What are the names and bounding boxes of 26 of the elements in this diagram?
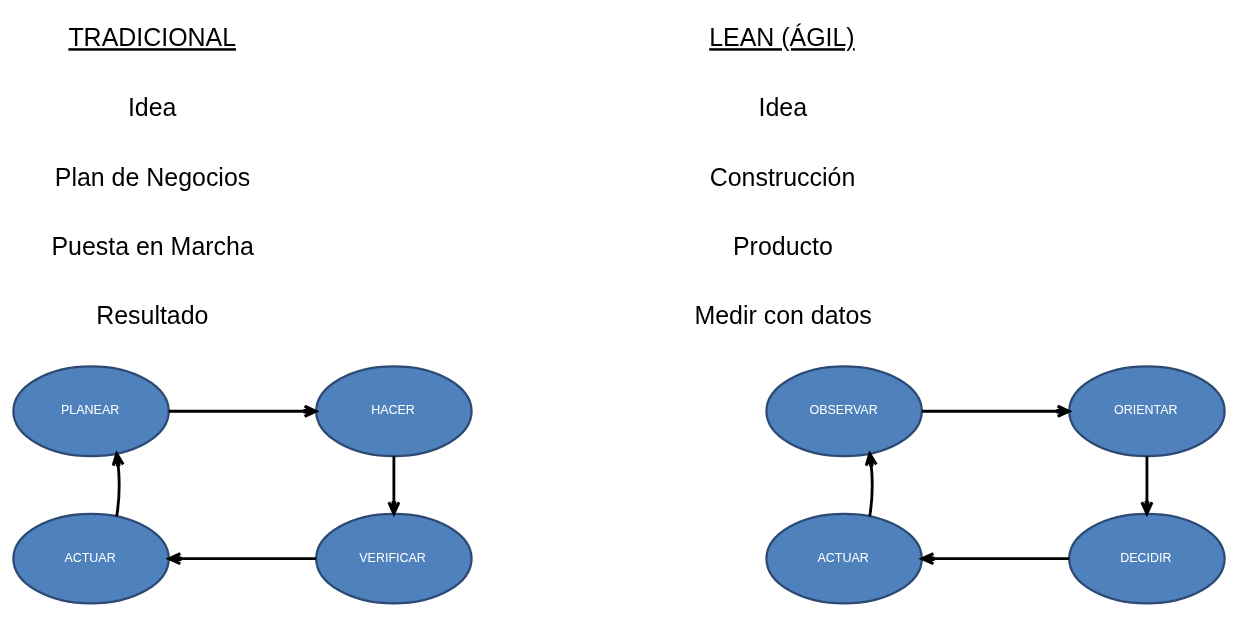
label: Resultado (96, 301, 209, 330)
arrow (111, 452, 125, 517)
node-ellipse: PLANEAR (12, 365, 170, 458)
node-ellipse: OBSERVAR (765, 365, 923, 458)
arrow (168, 404, 318, 418)
label: Producto (732, 231, 833, 260)
label: Plan de Negocios (54, 162, 251, 191)
arrow (864, 452, 878, 517)
label: LEAN (ÁGIL) (709, 23, 855, 52)
node-ellipse: ACTUAR (12, 512, 170, 605)
arrow (921, 404, 1071, 418)
label: TRADICIONAL (68, 23, 237, 52)
label: Puesta en Marcha (51, 231, 254, 260)
node-ellipse: ORIENTAR (1068, 365, 1226, 458)
node-ellipse: HACER (315, 365, 473, 458)
arrow (1140, 456, 1154, 516)
label: Construcción (709, 162, 856, 191)
label: Idea (127, 93, 177, 122)
node-ellipse: VERIFICAR (315, 512, 473, 605)
node-ellipse: ACTUAR (765, 512, 923, 605)
arrow (167, 552, 317, 566)
arrow (920, 552, 1070, 566)
arrow (387, 456, 401, 516)
label: Medir con datos (694, 301, 872, 330)
label: Idea (758, 93, 808, 122)
node-ellipse: DECIDIR (1068, 512, 1226, 605)
